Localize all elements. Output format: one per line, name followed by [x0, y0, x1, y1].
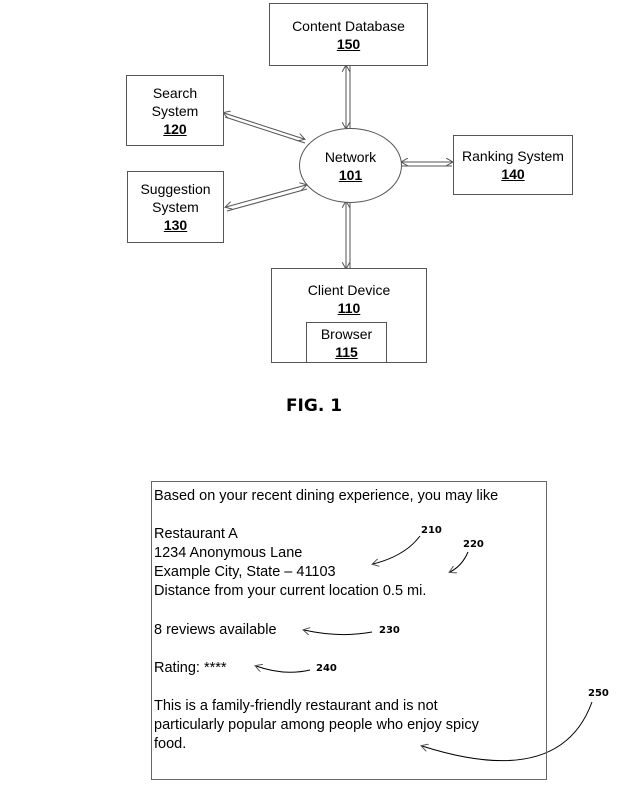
search-system-label-1: Search: [152, 84, 198, 101]
figure-caption: FIG. 1: [285, 396, 343, 416]
content-database-number: 150: [336, 35, 361, 52]
suggestion-card: [151, 481, 547, 780]
browser-box: Browser 115: [306, 322, 387, 363]
ref-220: 220: [463, 539, 484, 550]
description-line-2: particularly popular among people who en…: [154, 717, 479, 733]
client-device-number: 110: [337, 300, 361, 316]
network-node: Network 101: [299, 128, 402, 203]
card-heading: Based on your recent dining experience, …: [154, 488, 499, 504]
search-system-box: Search System 120: [126, 75, 224, 146]
browser-number: 115: [335, 343, 358, 360]
restaurant-name: Restaurant A: [154, 526, 238, 542]
distance-text: Distance from your current location 0.5 …: [154, 583, 427, 599]
content-database-label: Content Database: [292, 17, 405, 34]
arrow-suggestion-network: [226, 185, 306, 207]
suggestion-system-label-2: System: [152, 199, 199, 215]
suggestion-system-number: 130: [163, 217, 188, 233]
address-line-1: 1234 Anonymous Lane: [154, 545, 303, 561]
ref-210: 210: [421, 525, 442, 536]
suggestion-system-label-1: Suggestion: [140, 181, 211, 197]
search-system-label-2: System: [151, 102, 199, 119]
ref-250: 250: [588, 688, 609, 699]
content-database-box: Content Database 150: [269, 3, 428, 66]
client-device-label: Client Device: [307, 282, 391, 298]
network-label: Network: [324, 148, 377, 165]
arrow-search-network: [224, 113, 304, 139]
ranking-system-number: 140: [501, 166, 525, 182]
ranking-system-box: Ranking System 140: [453, 135, 573, 195]
suggestion-system-box: Suggestion System 130: [127, 171, 224, 243]
reviews-text: 8 reviews available: [154, 622, 277, 638]
description-line-3: food.: [154, 736, 187, 752]
ref-240: 240: [316, 663, 337, 674]
ref-230: 230: [379, 625, 400, 636]
network-number: 101: [338, 166, 363, 183]
search-system-number: 120: [163, 120, 187, 137]
rating-text: Rating: ****: [154, 660, 227, 676]
address-line-2: Example City, State – 41103: [154, 564, 336, 580]
description-line-1: This is a family-friendly restaurant and…: [154, 698, 438, 714]
browser-label: Browser: [320, 325, 373, 342]
ranking-system-label: Ranking System: [462, 148, 564, 164]
